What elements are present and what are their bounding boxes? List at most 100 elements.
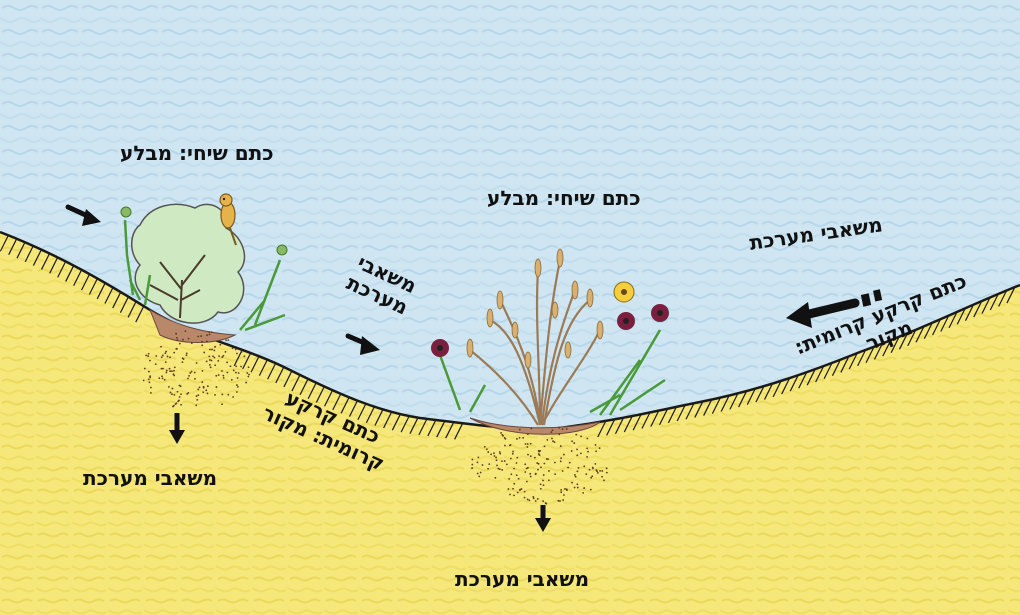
- stipple-dot: [172, 388, 174, 390]
- stipple-dot: [240, 366, 242, 368]
- stipple-dot: [247, 376, 249, 378]
- stipple-dot: [194, 378, 196, 380]
- stipple-dot: [182, 361, 184, 363]
- stipple-dot: [524, 463, 526, 465]
- stipple-dot: [569, 462, 571, 464]
- stipple-dot: [550, 431, 552, 433]
- stipple-dot: [537, 498, 539, 500]
- stipple-dot: [188, 375, 190, 377]
- stipple-dot: [208, 355, 210, 357]
- stipple-dot: [527, 443, 529, 445]
- stipple-dot: [530, 443, 532, 445]
- stipple-dot: [232, 396, 234, 398]
- stipple-dot: [571, 450, 573, 452]
- stipple-dot: [567, 467, 569, 469]
- stipple-dot: [194, 372, 196, 374]
- stipple-dot: [501, 460, 503, 462]
- stipple-dot: [172, 406, 174, 408]
- stipple-dot: [537, 469, 539, 471]
- stipple-dot: [552, 429, 554, 431]
- stipple-dot: [180, 393, 182, 395]
- resources-label-down-left: משאבי מערכת: [83, 467, 217, 490]
- stipple-dot: [162, 377, 164, 379]
- stipple-dot: [149, 381, 151, 383]
- stipple-dot: [526, 467, 528, 469]
- stipple-dot: [203, 386, 205, 388]
- stipple-dot: [203, 352, 205, 354]
- stipple-dot: [237, 386, 239, 388]
- stipple-dot: [495, 457, 497, 459]
- stipple-dot: [206, 341, 208, 343]
- stipple-dot: [528, 499, 530, 501]
- stipple-dot: [209, 359, 211, 361]
- stipple-dot: [517, 492, 519, 494]
- stipple-dot: [599, 470, 601, 472]
- stipple-dot: [519, 429, 521, 431]
- stipple-dot: [562, 470, 564, 472]
- shrub-patch-label-left: כתם שיחי: מבלע: [120, 142, 274, 165]
- stipple-dot: [175, 348, 177, 350]
- stipple-dot: [197, 394, 199, 396]
- stipple-dot: [563, 454, 565, 456]
- stipple-dot: [513, 468, 515, 470]
- stipple-dot: [218, 355, 220, 357]
- stipple-dot: [177, 401, 179, 403]
- stipple-dot: [576, 448, 578, 450]
- stipple-dot: [524, 491, 526, 493]
- stipple-dot: [530, 476, 532, 478]
- stipple-dot: [211, 360, 213, 362]
- stipple-dot: [175, 333, 177, 335]
- stipple-dot: [176, 337, 178, 339]
- stipple-dot: [155, 355, 157, 357]
- stipple-dot: [216, 386, 218, 388]
- stipple-dot: [582, 492, 584, 494]
- stipple-dot: [149, 376, 151, 378]
- stipple-dot: [564, 488, 566, 490]
- stipple-dot: [471, 467, 473, 469]
- stipple-dot: [161, 356, 163, 358]
- stipple-dot: [543, 484, 545, 486]
- stipple-dot: [213, 350, 215, 352]
- stipple-dot: [513, 483, 515, 485]
- stipple-dot: [519, 489, 521, 491]
- stipple-dot: [148, 378, 150, 380]
- stipple-dot: [478, 475, 480, 477]
- stipple-dot: [522, 437, 524, 439]
- stipple-dot: [551, 438, 553, 440]
- left-grass-bud-2: [121, 207, 131, 217]
- stipple-dot: [482, 464, 484, 466]
- stipple-dot: [173, 394, 175, 396]
- stipple-dot: [512, 453, 514, 455]
- stipple-dot: [179, 343, 181, 345]
- stipple-dot: [563, 494, 565, 496]
- stipple-dot: [164, 379, 166, 381]
- stipple-dot: [577, 487, 579, 489]
- stipple-dot: [512, 488, 514, 490]
- stipple-dot: [586, 447, 588, 449]
- stipple-dot: [248, 374, 250, 376]
- stipple-dot: [558, 434, 560, 436]
- stipple-dot: [231, 379, 233, 381]
- stipple-dot: [524, 471, 526, 473]
- stipple-dot: [574, 474, 576, 476]
- stipple-dot: [603, 479, 605, 481]
- stipple-dot: [560, 460, 562, 462]
- stipple-dot: [180, 385, 182, 387]
- stipple-dot: [526, 481, 528, 483]
- stipple-dot: [173, 370, 175, 372]
- stipple-dot: [164, 352, 166, 354]
- stipple-dot: [201, 341, 203, 343]
- stipple-dot: [601, 470, 603, 472]
- stipple-dot: [560, 457, 562, 459]
- stipple-dot: [575, 476, 577, 478]
- stipple-dot: [529, 473, 531, 475]
- stipple-dot: [227, 372, 229, 374]
- stipple-dot: [542, 480, 544, 482]
- stipple-dot: [586, 456, 588, 458]
- stipple-dot: [545, 503, 547, 505]
- stipple-dot: [599, 447, 601, 449]
- stipple-dot: [578, 467, 580, 469]
- stipple-dot: [487, 451, 489, 453]
- stipple-dot: [496, 459, 498, 461]
- stipple-dot: [577, 470, 579, 472]
